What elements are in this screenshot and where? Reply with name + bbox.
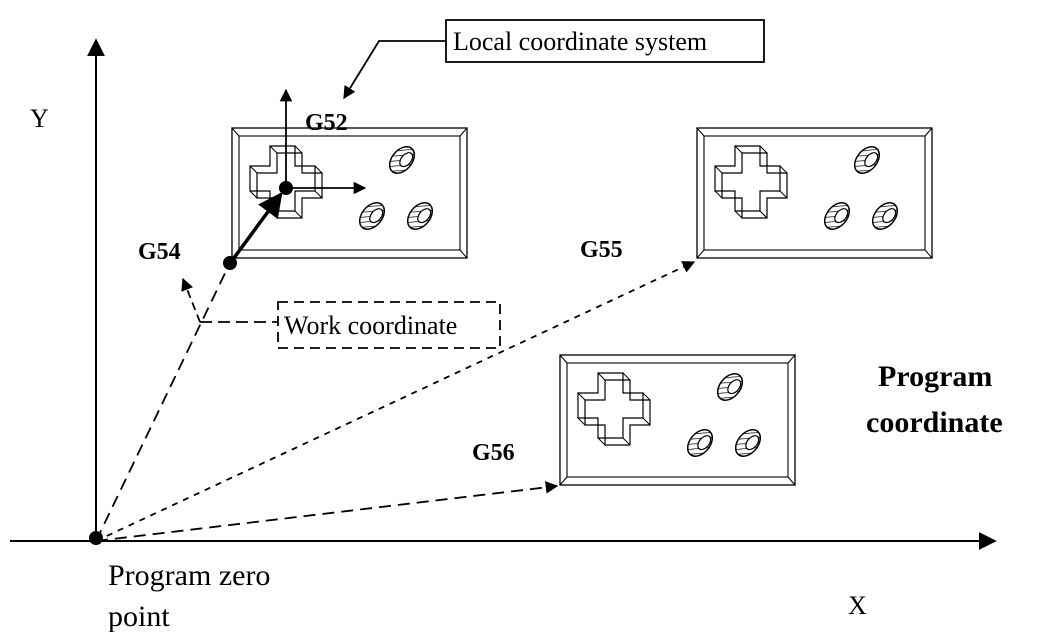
local-coordinate-axes [279,88,367,195]
offset-vectors [95,261,696,542]
g52-origin-dot [279,181,293,195]
program-zero-label-line2: point [108,600,170,632]
g55-offset-line [95,261,696,542]
local-coordinate-label: Local coordinate system [453,27,707,56]
g54-origin-dot [223,256,237,270]
g54-label: G54 [138,239,181,265]
g54-to-g52-vector [229,192,283,264]
workpiece-g56 [560,355,795,485]
program-coordinate-label-line1: Program [878,360,992,393]
work-coordinate-callout: Work coordinate [277,301,501,349]
program-zero-label-line1: Program zero [108,559,270,592]
program-coordinate-label-line2: coordinate [866,406,1003,439]
g56-offset-line [95,481,559,542]
g52-label: G52 [305,110,348,136]
local-coordinate-callout: Local coordinate system [343,19,765,100]
g56-label: G56 [472,440,515,466]
program-zero-point-dot [89,531,103,545]
work-coordinate-label: Work coordinate [284,311,457,340]
workpiece-g55 [697,128,932,258]
g55-label: G55 [580,237,623,263]
y-axis-label: Y [30,104,49,133]
g54-offset-line [95,264,230,542]
x-axis-label: X [848,591,867,620]
workpiece-g52 [232,128,467,258]
work-coordinate-axes [181,277,278,323]
